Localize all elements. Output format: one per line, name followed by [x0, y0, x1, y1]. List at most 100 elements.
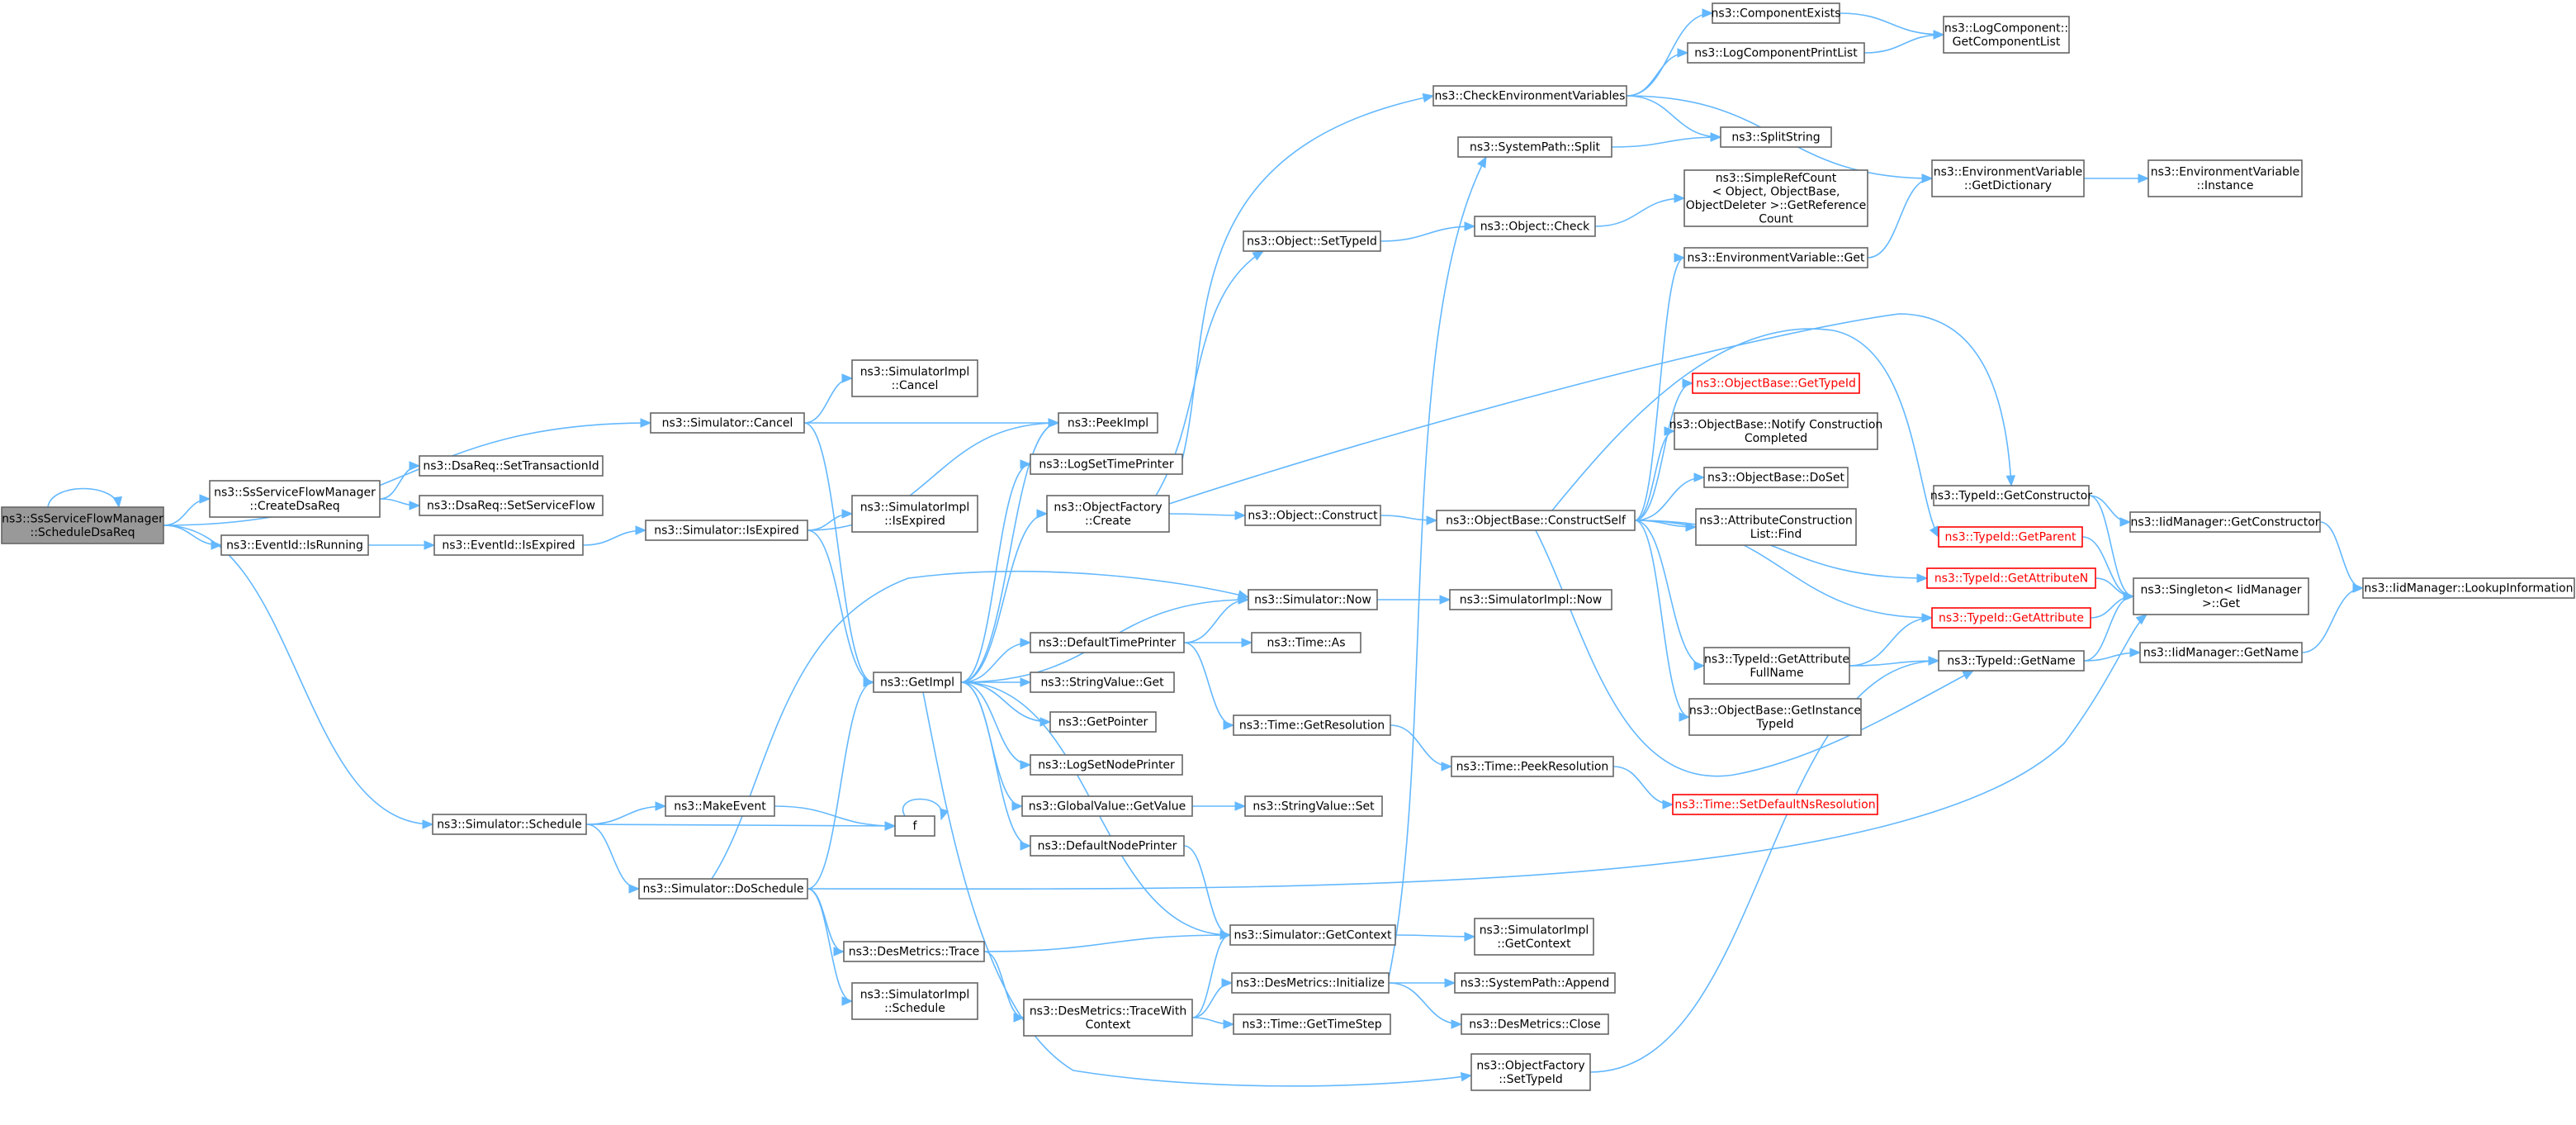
node-box[interactable] — [1021, 795, 1193, 817]
node-root[interactable]: ns3::SsServiceFlowManager::ScheduleDsaRe… — [1, 506, 164, 544]
node-box[interactable] — [843, 941, 985, 962]
node-simNow[interactable]: ns3::Simulator::Now — [1248, 589, 1378, 610]
node-box[interactable] — [1461, 1013, 1609, 1035]
node-createDsaReq[interactable]: ns3::SsServiceFlowManager::CreateDsaReq — [209, 480, 381, 518]
node-desInitialize[interactable]: ns3::DesMetrics::Initialize — [1231, 972, 1390, 994]
node-logComponentPrintList[interactable]: ns3::LogComponentPrintList — [1687, 42, 1865, 64]
node-envVarGet[interactable]: ns3::EnvironmentVariable::Get — [1683, 247, 1868, 268]
node-getImpl[interactable]: ns3::GetImpl — [873, 672, 962, 693]
node-typeIdGetAttribute[interactable]: ns3::TypeId::GetAttribute — [1931, 607, 2091, 629]
node-objBaseDoSet[interactable]: ns3::ObjectBase::DoSet — [1703, 467, 1849, 488]
node-systemPathSplit[interactable]: ns3::SystemPath::Split — [1457, 136, 1612, 158]
node-box[interactable] — [1233, 714, 1391, 736]
node-box[interactable] — [1470, 1053, 1591, 1091]
node-logSetTimePrinter[interactable]: ns3::LogSetTimePrinter — [1030, 453, 1183, 475]
node-box[interactable] — [1023, 999, 1193, 1037]
node-box[interactable] — [1248, 589, 1378, 610]
node-box[interactable] — [1931, 607, 2091, 629]
node-box[interactable] — [1, 506, 164, 544]
node-box[interactable] — [1933, 485, 2090, 506]
node-box[interactable] — [1703, 647, 1850, 685]
node-schedule[interactable]: ns3::Simulator::Schedule — [432, 814, 587, 835]
node-box[interactable] — [1931, 159, 2085, 197]
node-box[interactable] — [1926, 567, 2096, 589]
node-desTrace[interactable]: ns3::DesMetrics::Trace — [843, 941, 985, 962]
node-box[interactable] — [1432, 85, 1627, 107]
node-desClose[interactable]: ns3::DesMetrics::Close — [1461, 1013, 1609, 1035]
node-simIsExpired[interactable]: ns3::Simulator::IsExpired — [645, 520, 808, 541]
node-makeEvent[interactable]: ns3::MakeEvent — [665, 795, 775, 817]
node-box[interactable] — [638, 878, 808, 900]
node-box[interactable] — [2133, 577, 2309, 615]
node-objCheck[interactable]: ns3::Object::Check — [1474, 216, 1596, 237]
node-box[interactable] — [1046, 495, 1170, 533]
node-box[interactable] — [1030, 754, 1183, 776]
node-box[interactable] — [1251, 632, 1361, 653]
node-logSetNodePrinter[interactable]: ns3::LogSetNodePrinter — [1030, 754, 1183, 776]
node-typeIdGetConstructor[interactable]: ns3::TypeId::GetConstructor — [1930, 485, 2092, 506]
node-box[interactable] — [1058, 412, 1158, 434]
node-box[interactable] — [433, 534, 584, 556]
node-simGetContext[interactable]: ns3::Simulator::GetContext — [1229, 924, 1396, 946]
node-simImplSchedule[interactable]: ns3::SimulatorImpl::Schedule — [851, 982, 978, 1020]
node-box[interactable] — [1233, 1013, 1391, 1035]
node-box[interactable] — [1672, 794, 1878, 815]
node-box[interactable] — [851, 495, 978, 533]
node-box[interactable] — [209, 480, 381, 518]
node-setDefaultNsResolution[interactable]: ns3::Time::SetDefaultNsResolution — [1672, 794, 1878, 815]
node-componentExists[interactable]: ns3::ComponentExists — [1712, 2, 1841, 24]
node-box[interactable] — [650, 412, 805, 434]
node-notifyConstructionCompleted[interactable]: ns3::ObjectBase::Notify ConstructionComp… — [1669, 412, 1883, 450]
node-globalValueGetValue[interactable]: ns3::GlobalValue::GetValue — [1021, 795, 1193, 817]
node-box[interactable] — [1449, 589, 1612, 610]
node-box[interactable] — [1231, 972, 1390, 994]
node-box[interactable] — [873, 672, 962, 693]
node-iidMgrGetConstructor[interactable]: ns3::IidManager::GetConstructor — [2129, 511, 2321, 533]
node-logCompGetComponentList[interactable]: ns3::LogComponent::GetComponentList — [1943, 16, 2070, 54]
node-singletonGet[interactable]: ns3::Singleton< IidManager>::Get — [2133, 577, 2309, 615]
node-box[interactable] — [419, 455, 604, 477]
node-box[interactable] — [1703, 467, 1849, 488]
node-box[interactable] — [665, 795, 775, 817]
node-box[interactable] — [1692, 373, 1860, 394]
node-box[interactable] — [894, 815, 935, 837]
node-box[interactable] — [1454, 972, 1616, 994]
node-objBaseGetTypeId[interactable]: ns3::ObjectBase::GetTypeId — [1692, 373, 1860, 394]
node-box[interactable] — [1674, 412, 1878, 450]
node-box[interactable] — [1030, 632, 1185, 653]
node-box[interactable] — [1720, 126, 1832, 148]
node-box[interactable] — [2129, 511, 2321, 533]
node-box[interactable] — [1030, 835, 1185, 857]
node-objFactoryCreate[interactable]: ns3::ObjectFactory::Create — [1046, 495, 1170, 533]
node-box[interactable] — [1244, 505, 1381, 526]
node-box[interactable] — [1243, 230, 1381, 252]
node-box[interactable] — [2147, 159, 2303, 197]
node-box[interactable] — [1712, 2, 1840, 24]
node-peekImpl[interactable]: ns3::PeekImpl — [1058, 412, 1158, 434]
node-typeIdGetParent[interactable]: ns3::TypeId::GetParent — [1938, 526, 2083, 548]
node-box[interactable] — [220, 534, 369, 556]
node-timeGetTimeStep[interactable]: ns3::Time::GetTimeStep — [1233, 1013, 1391, 1035]
node-box[interactable] — [1474, 216, 1596, 237]
node-box[interactable] — [1474, 918, 1594, 956]
node-box[interactable] — [1938, 526, 2083, 548]
node-stringValueGet[interactable]: ns3::StringValue::Get — [1030, 672, 1175, 693]
node-objConstruct[interactable]: ns3::Object::Construct — [1244, 505, 1381, 526]
node-box[interactable] — [1436, 510, 1636, 531]
node-splitString[interactable]: ns3::SplitString — [1720, 126, 1832, 148]
node-typeIdGetName[interactable]: ns3::TypeId::GetName — [1938, 650, 2085, 672]
node-timePeekResolution[interactable]: ns3::Time::PeekResolution — [1451, 756, 1614, 777]
node-box[interactable] — [1030, 672, 1175, 693]
node-simImplNow[interactable]: ns3::SimulatorImpl::Now — [1449, 589, 1612, 610]
node-getPointer[interactable]: ns3::GetPointer — [1049, 711, 1157, 733]
node-setTransactionId[interactable]: ns3::DsaReq::SetTransactionId — [419, 455, 604, 477]
node-defaultTimePrinter[interactable]: ns3::DefaultTimePrinter — [1030, 632, 1185, 653]
node-envVarInstance[interactable]: ns3::EnvironmentVariable::Instance — [2147, 159, 2303, 197]
node-simImplGetContext[interactable]: ns3::SimulatorImpl::GetContext — [1474, 918, 1594, 956]
node-iidMgrGetName[interactable]: ns3::IidManager::GetName — [2139, 642, 2303, 663]
node-box[interactable] — [1683, 169, 1868, 227]
